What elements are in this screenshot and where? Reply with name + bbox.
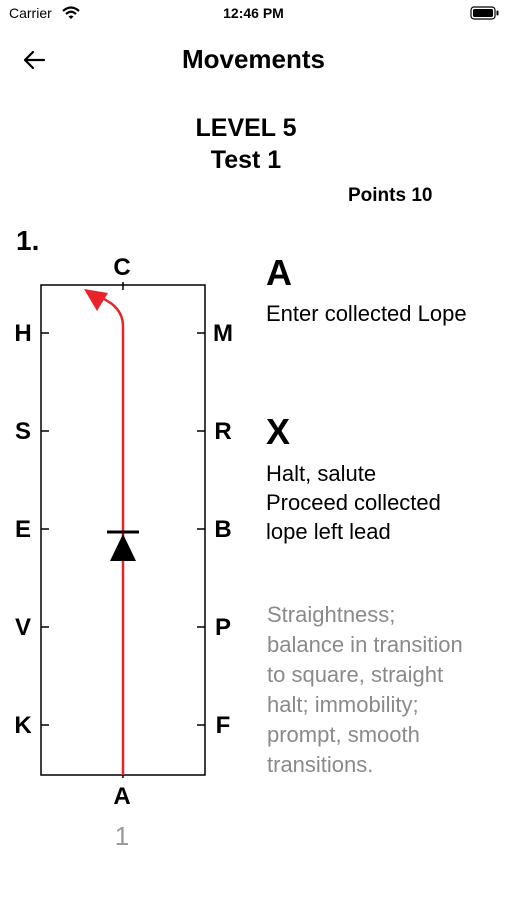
arena-letter-left: K	[14, 712, 32, 739]
arena-letter-right: B	[214, 516, 232, 543]
step-a: A Enter collected Lope	[266, 255, 467, 328]
directive-ideas: Straightness; balance in transition to s…	[267, 600, 502, 780]
step-x: X Halt, salute Proceed collected lope le…	[266, 414, 441, 546]
directive-line: prompt, smooth	[267, 722, 420, 747]
arrow-left-icon	[23, 50, 46, 70]
directive-line: balance in transition	[267, 632, 463, 657]
status-time: 12:46 PM	[223, 5, 284, 21]
arena-diagram: C A H S E V K M R B P F	[0, 250, 250, 870]
navigation-bar: Movements	[0, 30, 507, 90]
page-title: Movements	[181, 44, 326, 74]
step-marker: A	[266, 252, 292, 293]
directive-line: to square, straight	[267, 662, 444, 687]
arena-letter-left: V	[14, 614, 31, 641]
test-title: Test 1	[210, 146, 282, 174]
carrier-label: Carrier	[9, 5, 52, 21]
arena-letter-left: H	[14, 320, 32, 347]
arena-letter-right: R	[214, 418, 232, 445]
test-number: 1	[114, 821, 130, 851]
step-marker: X	[266, 411, 291, 452]
arena-letter-bottom: A	[113, 783, 131, 810]
arena-letter-right: P	[214, 614, 231, 641]
movement-path	[97, 293, 125, 775]
directive-line: halt; immobility;	[267, 692, 419, 717]
arena-letter-left: E	[14, 516, 31, 543]
arena-drawing	[40, 282, 206, 778]
step-line: Proceed collected	[266, 490, 441, 515]
halt-triangle-icon	[110, 534, 136, 561]
movement-number: 1.	[16, 225, 40, 256]
level-title: LEVEL 5	[195, 114, 297, 142]
arena-letter-left: S	[14, 418, 31, 445]
step-line: Enter collected Lope	[266, 301, 467, 326]
battery-icon	[470, 6, 500, 25]
back-button[interactable]	[18, 45, 52, 75]
directive-line: Straightness;	[267, 602, 396, 627]
arena-letter-right: F	[215, 712, 231, 739]
arena-letter-right: M	[213, 320, 233, 347]
step-line: Halt, salute	[266, 461, 377, 486]
points-label: Points 10	[348, 185, 433, 206]
step-line: lope left lead	[266, 519, 391, 544]
arena-letter-top: C	[113, 254, 131, 281]
path-arrowhead	[84, 289, 108, 311]
wifi-icon	[62, 6, 80, 25]
directive-line: transitions.	[267, 752, 374, 777]
status-bar: Carrier 12:46 PM	[0, 0, 507, 30]
